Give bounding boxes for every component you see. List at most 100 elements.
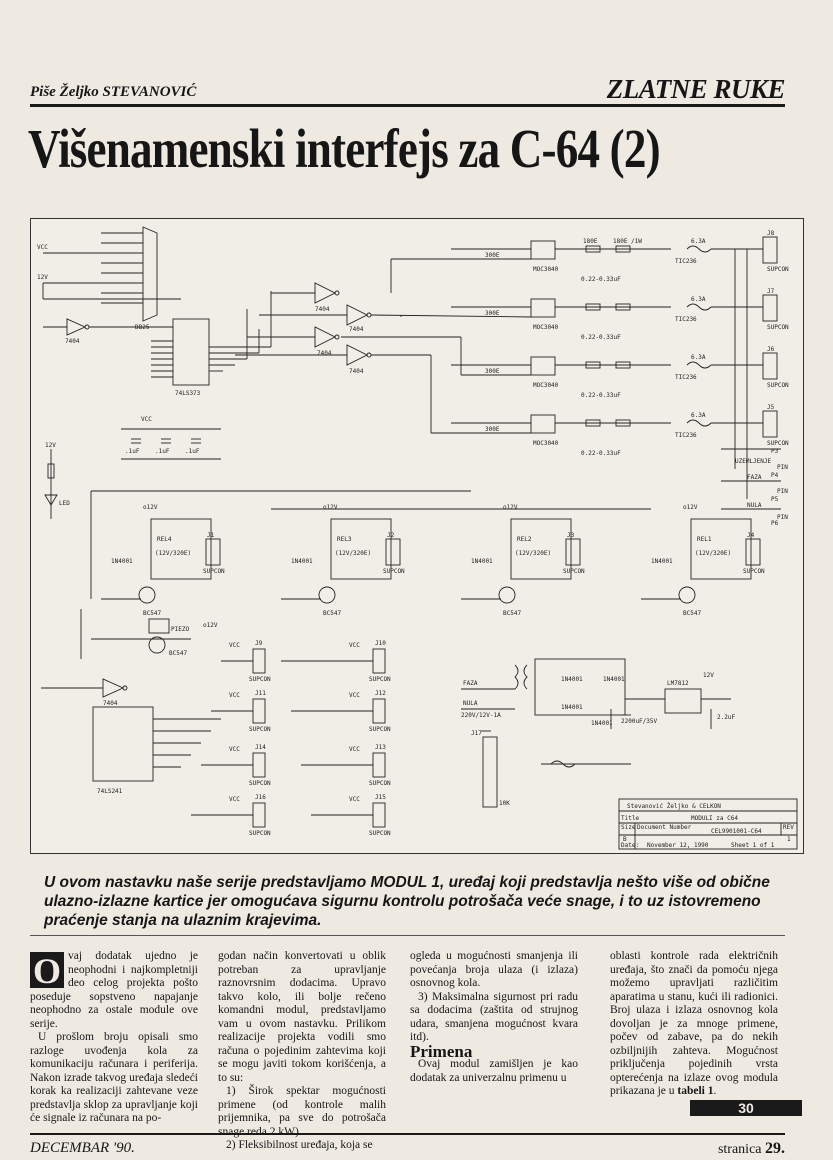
label-diode-d13: 1N4001 [591, 720, 613, 727]
label-p6: P6 [771, 520, 779, 527]
label-supcon-j9: SUPCON [249, 676, 271, 683]
footer-page-number: 29. [765, 1140, 785, 1157]
label-o12v-3: o12V [503, 504, 518, 511]
label-fuse-3: 6.3A [691, 354, 706, 361]
label-cap-3: 0.22-0.33uF [581, 392, 621, 399]
label-vcc-j12: VCC [349, 692, 360, 699]
label-diode-2: 1N4001 [291, 558, 313, 565]
paragraph-4: 1) Širok spektar mogućnosti primene (od … [218, 1085, 386, 1138]
label-r4: 300E [485, 426, 500, 433]
label-inv-e: 7404 [315, 306, 330, 313]
label-supcon-j16: SUPCON [249, 830, 271, 837]
label-triac-1: TIC236 [675, 258, 697, 265]
label-faza: FAZA [463, 680, 478, 687]
label-12v-led: 12V [45, 442, 56, 449]
tb-sheet: Sheet 1 of 1 [731, 842, 775, 849]
label-c3: .1uF [185, 448, 200, 455]
table-reference: tabeli 1 [677, 1085, 714, 1097]
label-diode-3: 1N4001 [471, 558, 493, 565]
label-uzemljenje: UZEMLJENJE [735, 458, 772, 465]
label-diode-4: 1N4001 [651, 558, 673, 565]
label-vcc-j15: VCC [349, 796, 360, 803]
label-cap-small: 2.2uF [717, 714, 735, 721]
tb-date: November 12, 1990 [647, 842, 709, 849]
label-supcon-j11: SUPCON [249, 726, 271, 733]
label-fuse-2: 6.3A [691, 296, 706, 303]
label-supcon-j13: SUPCON [369, 780, 391, 787]
label-j5: J5 [767, 404, 775, 411]
subheading-primena: Primena [410, 1041, 473, 1061]
label-faza-top: FAZA [747, 474, 762, 481]
paragraph-5: 2) Fleksibilnost uređaja, koja se [226, 1139, 373, 1151]
label-supcon-j4: SUPCON [743, 568, 765, 575]
text-column-2: godan način konvertovati u oblik potreba… [218, 950, 386, 1153]
label-pin-2: PIN [777, 488, 788, 495]
label-relay-spec-3: (12V/320E) [515, 550, 551, 557]
label-j4: J4 [747, 532, 755, 539]
label-relay-spec-2: (12V/320E) [335, 550, 371, 557]
tb-size-label: Size [621, 824, 636, 831]
label-r2: 300E [485, 310, 500, 317]
label-supcon-j15: SUPCON [369, 830, 391, 837]
label-j17: J17 [471, 730, 482, 737]
label-opto-3: MOC3040 [533, 382, 559, 389]
label-rel4: REL4 [157, 536, 172, 543]
label-o12v-2: o12V [323, 504, 338, 511]
label-o12v-piezo: o12V [203, 622, 218, 629]
footer-page: stranica 29. [718, 1140, 785, 1158]
label-supcon-j5: SUPCON [767, 440, 789, 447]
label-supcon-j3: SUPCON [563, 568, 585, 575]
label-p3: P3 [771, 448, 779, 455]
tb-docnum-label: Document Number [637, 824, 692, 831]
schematic-drawing: VCC 12V DB25 7404 74LS373 7404 7404 7404… [37, 226, 798, 850]
label-diode-1: 1N4001 [111, 558, 133, 565]
label-buffer: 74LS241 [97, 788, 123, 795]
label-c2: .1uF [155, 448, 170, 455]
tb-rev: 1 [787, 836, 791, 843]
label-triac-2: TIC236 [675, 316, 697, 323]
tb-rev-label: REV [783, 824, 794, 831]
drop-cap: O [30, 952, 64, 990]
label-inv-f: 7404 [103, 700, 118, 707]
label-c1: .1uF [125, 448, 140, 455]
label-tr-3: BC547 [503, 610, 521, 617]
label-vcc-caps: VCC [141, 416, 152, 423]
paragraph-9-end: . [713, 1085, 717, 1097]
label-j7: J7 [767, 288, 775, 295]
label-cap-2: 0.22-0.33uF [581, 334, 621, 341]
section-rule [30, 935, 785, 936]
label-r5: 180E [583, 238, 598, 245]
label-cap-4: 0.22-0.33uF [581, 450, 621, 457]
label-opto-2: MOC3040 [533, 324, 559, 331]
label-piezo: PIEZO [171, 626, 189, 633]
label-vcc-j10: VCC [349, 642, 360, 649]
label-rel2: REL2 [517, 536, 532, 543]
paragraph-9: oblasti kontrole rada električnih uređaj… [610, 950, 778, 1099]
label-db: DB25 [135, 324, 150, 331]
label-rp: 10K [499, 800, 510, 807]
label-j2: J2 [387, 532, 395, 539]
label-o12v-1: o12V [143, 504, 158, 511]
label-rel1: REL1 [697, 536, 712, 543]
footer-page-label: stranica [717, 1142, 762, 1157]
label-r6: 180E /1W [613, 238, 642, 245]
label-transformer: 220V/12V-1A [461, 712, 501, 719]
label-reg: LM7812 [667, 680, 689, 687]
label-nula: NULA [463, 700, 478, 707]
paragraph-3: godan način konvertovati u oblik potreba… [218, 950, 386, 1084]
label-led-d5: LED [59, 500, 70, 507]
tb-date-label: Date: [621, 842, 639, 849]
page-number-box: 30 [690, 1100, 802, 1116]
label-diode-d11: 1N4001 [561, 676, 583, 683]
label-o12v-4: o12V [683, 504, 698, 511]
tb-size: B [623, 836, 627, 843]
tb-title-label: Title [621, 815, 639, 822]
label-tr-2: BC547 [323, 610, 341, 617]
label-j6: J6 [767, 346, 775, 353]
label-nula-top: NULA [747, 502, 762, 509]
label-inv-b: 7404 [349, 368, 364, 375]
schematic-figure: VCC 12V DB25 7404 74LS373 7404 7404 7404… [30, 218, 804, 854]
label-opto-1: MOC3040 [533, 266, 559, 273]
